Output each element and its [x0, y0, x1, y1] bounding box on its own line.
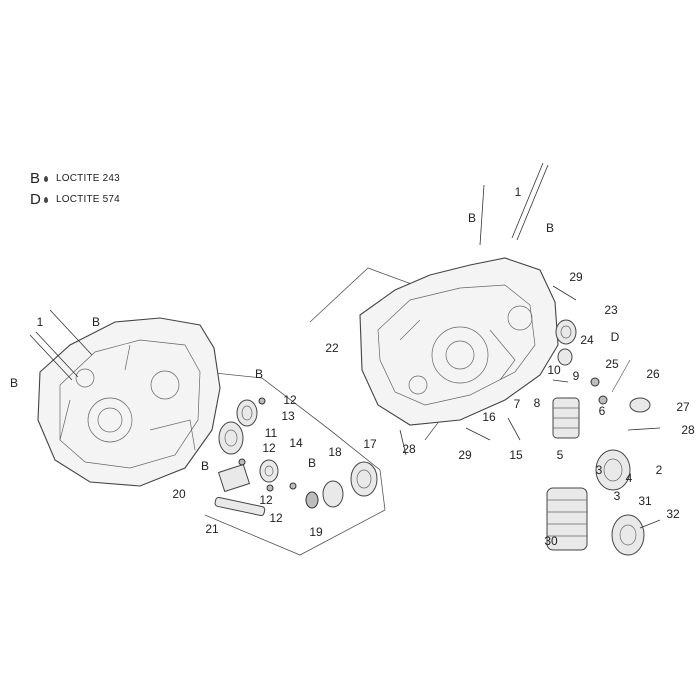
legend-letter: B: [30, 170, 41, 187]
callout-17: 17: [363, 437, 377, 451]
callout-11: 11: [264, 426, 278, 440]
callout-b-left-parts: B: [254, 367, 264, 381]
callout-12-b: 12: [262, 441, 276, 455]
callout-3-bottom: 3: [613, 489, 621, 503]
callout-29-top: 29: [569, 270, 583, 284]
callout-18: 18: [328, 445, 342, 459]
callout-13: 13: [281, 409, 295, 423]
stud: [479, 184, 485, 246]
stud: [29, 334, 73, 381]
callout-29-bottom: 29: [458, 448, 472, 462]
callout-4: 4: [625, 471, 633, 485]
callout-8: 8: [533, 396, 541, 410]
callout-b-left-mid: B: [307, 456, 317, 470]
left-small-parts: [214, 397, 378, 517]
right-small-parts: [399, 285, 661, 556]
callout-20: 20: [172, 487, 186, 501]
right-crankcase-half: [359, 257, 559, 426]
callout-27: 27: [676, 400, 690, 414]
stud: [516, 164, 549, 241]
callout-12-d: 12: [269, 511, 283, 525]
callout-1-right: 1: [514, 185, 522, 199]
callout-5: 5: [556, 448, 564, 462]
callout-30: 30: [544, 534, 558, 548]
legend-item-d: D LOCTITE 574: [30, 191, 120, 208]
callout-10: 10: [547, 363, 561, 377]
callout-6: 6: [598, 404, 606, 418]
callout-2: 2: [655, 463, 663, 477]
callout-b-left-lower: B: [200, 459, 210, 473]
callout-b-right-studs: B: [545, 221, 555, 235]
callout-28-right: 28: [681, 423, 695, 437]
legend-letter: D: [30, 191, 41, 208]
callout-3-top: 3: [595, 463, 603, 477]
callout-23: 23: [604, 303, 618, 317]
legend-text: LOCTITE 243: [56, 173, 120, 184]
callout-22: 22: [325, 341, 339, 355]
callout-b-left-top: B: [91, 315, 101, 329]
callout-25: 25: [605, 357, 619, 371]
callout-24: 24: [580, 333, 594, 347]
legend-text: LOCTITE 574: [56, 194, 120, 205]
callout-d-right: D: [610, 330, 620, 344]
callout-7: 7: [513, 397, 521, 411]
callout-14: 14: [289, 436, 303, 450]
callout-26: 26: [646, 367, 660, 381]
callout-12-a: 12: [283, 393, 297, 407]
callout-31: 31: [638, 494, 652, 508]
left-group-outline: [204, 371, 386, 556]
drop-icon: [44, 196, 48, 203]
callout-9: 9: [572, 369, 580, 383]
callout-21: 21: [205, 522, 219, 536]
callout-16: 16: [482, 410, 496, 424]
stud: [35, 331, 79, 378]
left-crankcase-half: [37, 317, 221, 487]
stud: [511, 162, 544, 239]
legend-item-b: B LOCTITE 243: [30, 170, 120, 187]
callout-19: 19: [309, 525, 323, 539]
callout-1-left: 1: [36, 315, 44, 329]
callout-b-left-bottom: B: [9, 376, 19, 390]
callout-28-left: 28: [402, 442, 416, 456]
stud: [49, 309, 93, 356]
callout-b-right-top: B: [467, 211, 477, 225]
drop-icon: [44, 175, 48, 182]
callout-15: 15: [509, 448, 523, 462]
callout-32: 32: [666, 507, 680, 521]
callout-12-c: 12: [259, 493, 273, 507]
